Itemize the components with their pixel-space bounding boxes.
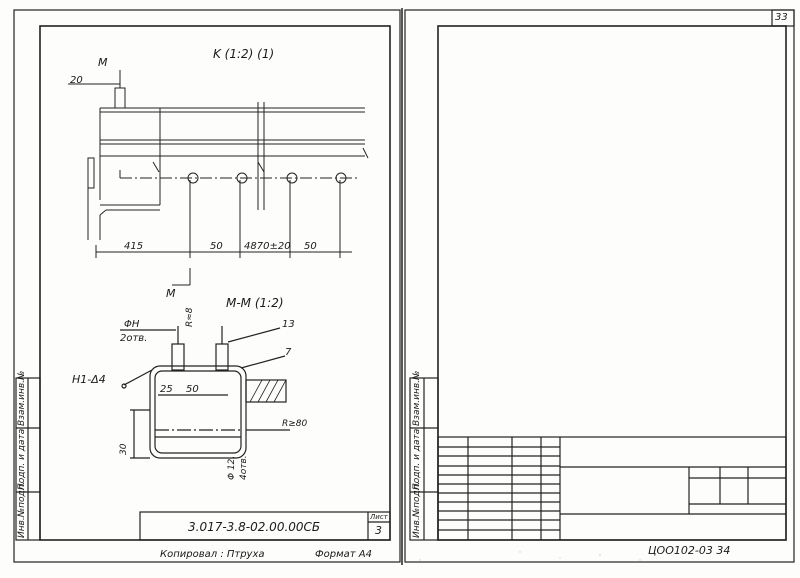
right-strip-repl: Взам.инв.№ bbox=[412, 370, 422, 426]
right-sheet-border bbox=[404, 9, 795, 563]
view-k-title: K (1:2) (1) bbox=[213, 47, 275, 61]
scan-noise bbox=[419, 551, 701, 561]
left-inner-frame bbox=[39, 25, 391, 541]
right-inner-frame bbox=[437, 25, 787, 541]
view-k-drawing bbox=[68, 70, 369, 286]
sheet-label: Лист bbox=[370, 513, 388, 521]
footer-copied: Копировал : Птруха bbox=[160, 549, 265, 560]
footer-stamp: ЦОО102-03 34 bbox=[648, 544, 731, 557]
left-sheet-border bbox=[13, 9, 401, 563]
footer-format: Формат А4 bbox=[315, 549, 372, 560]
right-strip-sign: Подп. и дата bbox=[412, 428, 422, 490]
left-strip-sign: Подп. и дата bbox=[17, 428, 27, 490]
dim-r80: R≥80 bbox=[282, 419, 308, 429]
dim-50c: 50 bbox=[186, 384, 199, 395]
dim-r8: R≈8 bbox=[185, 307, 195, 327]
weld-note: H1-Δ4 bbox=[72, 373, 106, 386]
pos-13: 13 bbox=[282, 319, 295, 330]
pos-7: 7 bbox=[285, 347, 292, 358]
sheet-value: 3 bbox=[375, 524, 382, 537]
dim-holes-count: 2отв. bbox=[120, 333, 148, 344]
right-sheet-number-box bbox=[771, 9, 795, 27]
section-mm-drawing bbox=[120, 326, 290, 459]
dim-25: 25 bbox=[160, 384, 173, 395]
dim-50a: 50 bbox=[210, 241, 223, 252]
dim-50b: 50 bbox=[304, 241, 317, 252]
sheet-number: 33 bbox=[775, 12, 788, 23]
dim-phi12: Φ 12, bbox=[227, 455, 237, 480]
right-strip-inv: Инв.№подл. bbox=[412, 481, 422, 538]
dim-hole: ΦН bbox=[124, 319, 140, 330]
dim-415: 415 bbox=[124, 241, 144, 252]
designation: 3.017-3.8-02.00.00СБ bbox=[188, 520, 321, 534]
dim-phi12-holes: 4отв. bbox=[239, 455, 249, 480]
left-strip-inv: Инв.№подл. bbox=[17, 481, 27, 538]
right-title-block bbox=[437, 436, 787, 541]
section-title: M-M (1:2) bbox=[226, 296, 284, 310]
section-marker-top: M bbox=[98, 56, 108, 69]
section-marker-bottom: M bbox=[166, 287, 176, 300]
left-title-block bbox=[139, 511, 391, 541]
left-strip-repl: Взам.инв.№ bbox=[17, 370, 27, 426]
dim-20: 20 bbox=[70, 75, 83, 86]
dim-30: 30 bbox=[119, 443, 129, 455]
dim-4870: 4870±20 bbox=[244, 241, 291, 252]
